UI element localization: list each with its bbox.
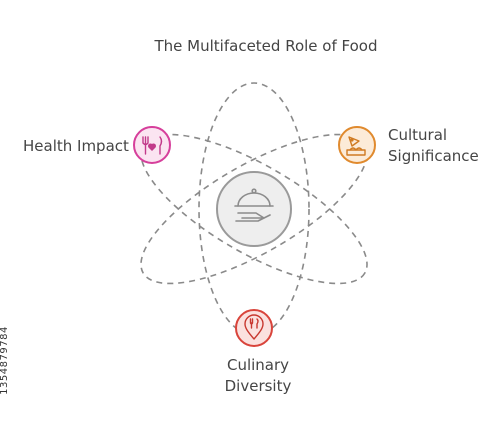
- health-node[interactable]: [133, 126, 171, 164]
- fork-knife-heart-icon: [142, 136, 163, 155]
- pizza-cake-icon: [346, 136, 366, 156]
- center-node: [216, 171, 292, 247]
- cultural-node[interactable]: [338, 126, 376, 164]
- image-id-text: 1354879784: [0, 326, 10, 395]
- culinary-label-line2: Diversity: [224, 377, 292, 395]
- health-label: Health Impact: [23, 137, 129, 155]
- location-pin-utensils-icon: [244, 314, 264, 340]
- culinary-node[interactable]: [235, 309, 273, 347]
- cultural-label: Cultural Significance: [388, 125, 479, 167]
- culinary-label: Culinary Diversity: [210, 355, 306, 397]
- cloche-serving-hand-icon: [234, 188, 274, 222]
- cultural-label-line2: Significance: [388, 147, 479, 165]
- culinary-label-line1: Culinary: [226, 356, 290, 374]
- diagram-title: The Multifaceted Role of Food: [154, 37, 378, 55]
- cultural-label-line1: Cultural: [388, 126, 448, 144]
